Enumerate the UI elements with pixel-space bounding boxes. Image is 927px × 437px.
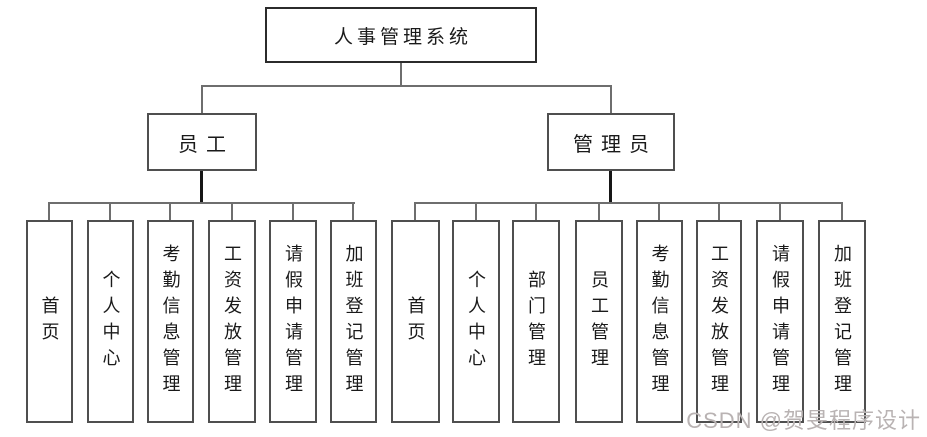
connector-admin-top-drop: [610, 85, 612, 113]
tree-leaf: 加班登记管理: [818, 220, 866, 423]
node-admin-label: 管理员: [573, 133, 657, 156]
connector-leaf-drop: [109, 202, 111, 220]
tree-leaf-label: 请假申请管理: [770, 243, 790, 400]
tree-leaf: 考勤信息管理: [636, 220, 683, 423]
tree-leaf-label: 员工管理: [589, 269, 609, 374]
tree-leaf-label: 加班登记管理: [832, 243, 852, 400]
node-admin: 管理员: [547, 113, 675, 171]
connector-employee-bus: [48, 202, 355, 204]
connector-employee-top-drop: [201, 85, 203, 113]
tree-leaf: 请假申请管理: [269, 220, 317, 423]
connector-leaf-drop: [414, 202, 416, 220]
tree-leaf: 请假申请管理: [756, 220, 804, 423]
tree-leaf-label: 考勤信息管理: [160, 243, 181, 400]
connector-leaf-drop: [535, 202, 537, 220]
connector-leaf-drop: [352, 202, 354, 220]
node-root-label: 人事管理系统: [333, 26, 472, 48]
tree-leaf-label: 部门管理: [526, 269, 546, 374]
connector-leaf-drop: [48, 202, 50, 220]
tree-leaf: 个人中心: [87, 220, 134, 423]
connector-leaf-drop: [231, 202, 233, 220]
tree-leaf-label: 个人中心: [100, 269, 121, 374]
connector-employee-bottom-drop: [200, 170, 203, 204]
tree-leaf-label: 首页: [39, 295, 60, 348]
tree-leaf-label: 工资发放管理: [709, 243, 729, 400]
tree-leaf-label: 工资发放管理: [222, 243, 242, 400]
node-root: 人事管理系统: [265, 7, 537, 63]
tree-leaf: 考勤信息管理: [147, 220, 194, 423]
tree-leaf: 部门管理: [512, 220, 560, 423]
connector-level1-bus: [201, 85, 612, 87]
tree-leaf: 工资发放管理: [696, 220, 742, 423]
tree-leaf: 首页: [391, 220, 440, 423]
connector-leaf-drop: [779, 202, 781, 220]
node-employee: 员工: [147, 113, 257, 171]
tree-leaf: 首页: [26, 220, 73, 423]
connector-root-drop: [400, 62, 402, 87]
tree-leaf: 加班登记管理: [330, 220, 377, 423]
csdn-watermark: CSDN @贺旻程序设计: [686, 408, 921, 433]
connector-leaf-drop: [841, 202, 843, 220]
tree-leaf: 工资发放管理: [208, 220, 256, 423]
connector-leaf-drop: [292, 202, 294, 220]
connector-leaf-drop: [475, 202, 477, 220]
tree-leaf-label: 加班登记管理: [343, 243, 364, 400]
connector-admin-bus: [414, 202, 843, 204]
connector-leaf-drop: [598, 202, 600, 220]
tree-leaf: 个人中心: [452, 220, 500, 423]
connector-admin-bottom-drop: [609, 170, 612, 204]
tree-leaf-label: 考勤信息管理: [649, 243, 670, 400]
connector-leaf-drop: [169, 202, 171, 220]
tree-leaf-label: 个人中心: [466, 269, 486, 374]
node-employee-label: 员工: [178, 133, 234, 156]
tree-leaf-label: 首页: [405, 295, 426, 348]
tree-leaf: 员工管理: [575, 220, 623, 423]
connector-leaf-drop: [658, 202, 660, 220]
connector-leaf-drop: [718, 202, 720, 220]
tree-leaf-label: 请假申请管理: [283, 243, 303, 400]
